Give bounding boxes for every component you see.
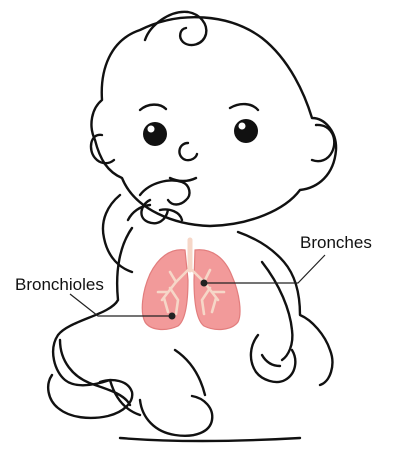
left-leg	[60, 340, 130, 405]
bronchioles-pointer-dot	[169, 313, 176, 320]
left-lung	[142, 250, 188, 330]
right-lung	[194, 250, 240, 330]
nose	[179, 143, 197, 160]
baby-head-outline	[91, 17, 336, 226]
body-outline	[53, 228, 140, 415]
right-leg	[175, 350, 205, 395]
bronches-pointer-dot	[201, 280, 208, 287]
left-eyebrow	[140, 105, 166, 110]
left-foot	[48, 375, 132, 418]
bronchioles-label: Bronchioles	[15, 275, 104, 295]
right-ear	[312, 125, 334, 161]
right-eye	[234, 119, 258, 143]
right-eyebrow	[230, 104, 258, 110]
left-eye	[143, 122, 167, 146]
right-foot	[140, 396, 212, 436]
eyes	[143, 119, 258, 146]
floor-line	[120, 438, 300, 441]
right-arm	[262, 262, 292, 360]
right-hand	[251, 335, 295, 382]
bronches-label: Bronches	[300, 233, 372, 253]
hair-curl	[145, 12, 206, 45]
